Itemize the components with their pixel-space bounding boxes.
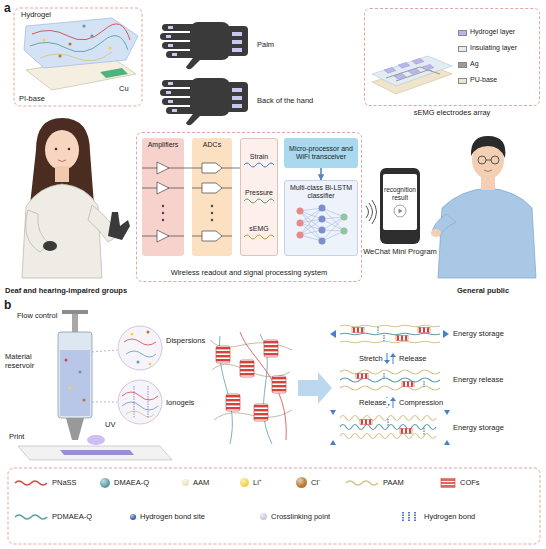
legend-text: Hydrogen bond site	[140, 512, 205, 521]
screen-text: recognition result	[384, 186, 416, 202]
app-name: WeChat Mini Program	[354, 247, 446, 256]
adc-symbols	[192, 138, 232, 256]
phone-screen: recognition result	[383, 174, 417, 230]
legend-swatch	[240, 478, 249, 487]
legend-sample	[440, 478, 456, 488]
play-icon	[393, 204, 407, 218]
phone: recognition resultWeChat Mini Program	[380, 168, 420, 244]
legend-text: Insulating layer	[470, 44, 517, 52]
legend-text: DMAEA-Q	[114, 478, 149, 487]
amplifier-symbols	[142, 138, 184, 256]
signal-wave	[244, 197, 274, 205]
legend-swatch	[458, 46, 467, 52]
amplifier-band: Amplifiers	[142, 138, 184, 256]
legend-swatch	[100, 478, 110, 488]
legend-text: AAM	[193, 478, 209, 487]
system-frame: Wireless readout and signal processing s…	[136, 132, 362, 282]
box-text: Micro-processor and WiFi transceiver	[287, 145, 355, 162]
panel-label: a	[3, 1, 12, 15]
legend-swatch	[296, 477, 307, 488]
inset-frame: sEMG electrodes array	[364, 8, 540, 106]
part-label: Material reservoir	[4, 352, 56, 370]
part-label: PI-base	[18, 94, 46, 103]
legend-text: PDMAEA-Q	[52, 512, 92, 521]
signal-name: Pressure	[244, 189, 274, 197]
signal-wire	[232, 168, 240, 169]
legend-swatch	[130, 514, 136, 520]
network-icon	[288, 203, 356, 247]
state-label: Dispersions	[165, 336, 206, 345]
signal-item: sEMG	[244, 225, 274, 241]
action-label: Release	[358, 398, 388, 407]
legend-text: Li⁺	[253, 478, 262, 487]
energy-label: Energy release	[452, 375, 504, 384]
part-label: UV	[104, 420, 116, 429]
signal-wave	[244, 233, 274, 241]
energy-label: Energy storage	[452, 329, 505, 338]
legend-sample	[345, 478, 379, 488]
legend-swatch	[458, 78, 467, 84]
inset-title: sEMG electrodes array	[355, 108, 546, 117]
legend-text: PNaSS	[52, 478, 77, 487]
band-title: ADCs	[192, 141, 232, 149]
legend-swatch	[260, 513, 267, 520]
signal-item: Pressure	[244, 189, 274, 205]
action-label: Stretch	[358, 354, 384, 363]
signal-name: Strain	[244, 153, 274, 161]
signal-item: Strain	[244, 153, 274, 169]
part-label: Hydrogel	[20, 10, 52, 19]
energy-label: Energy storage	[452, 423, 505, 432]
legend-swatch	[458, 62, 467, 68]
adc-band: ADCs	[192, 138, 232, 256]
legend-text: Cl⁻	[311, 478, 321, 487]
group-label: General public	[456, 286, 510, 295]
legend-swatch	[182, 479, 189, 486]
processor-box: Micro-processor and WiFi transceiver	[284, 138, 358, 168]
system-caption: Wireless readout and signal processing s…	[137, 268, 361, 277]
legend-text: Ag	[470, 60, 479, 68]
legend-text: Hydrogen bond	[424, 512, 475, 521]
box-text: Multi-class Bi-LSTM classifier	[288, 184, 354, 201]
view-label: Back of the hand	[256, 96, 314, 105]
band-title: Amplifiers	[142, 141, 184, 149]
legend-sample	[14, 512, 48, 522]
signal-band: StrainPressure sEMG	[240, 138, 278, 256]
part-label: Flow control	[16, 311, 58, 320]
legend-swatch	[458, 30, 467, 36]
group-label: Deaf and hearing-impaired groups	[4, 286, 128, 295]
part-label: Cu	[118, 84, 130, 93]
legend-text: PAAM	[383, 478, 404, 487]
signal-wave	[244, 161, 274, 169]
action-label: Compression	[398, 398, 444, 407]
view-label: Palm	[256, 40, 275, 49]
classifier-box: Multi-class Bi-LSTM classifier	[284, 180, 358, 256]
signal-wire	[184, 168, 192, 169]
legend-text: Hydrogel layer	[470, 28, 515, 36]
legend-text: Crosslinking point	[271, 512, 330, 521]
action-label: Release	[398, 354, 428, 363]
legend-text: PU-base	[470, 76, 497, 84]
panel-label: b	[3, 298, 12, 312]
state-label: Ionogels	[165, 398, 195, 407]
signal-name: sEMG	[244, 225, 274, 233]
legend-sample	[14, 478, 48, 488]
flow-arrow	[320, 168, 322, 180]
legend-text: COFs	[460, 478, 480, 487]
part-label: Print	[8, 432, 25, 441]
legend-sample	[400, 511, 418, 523]
